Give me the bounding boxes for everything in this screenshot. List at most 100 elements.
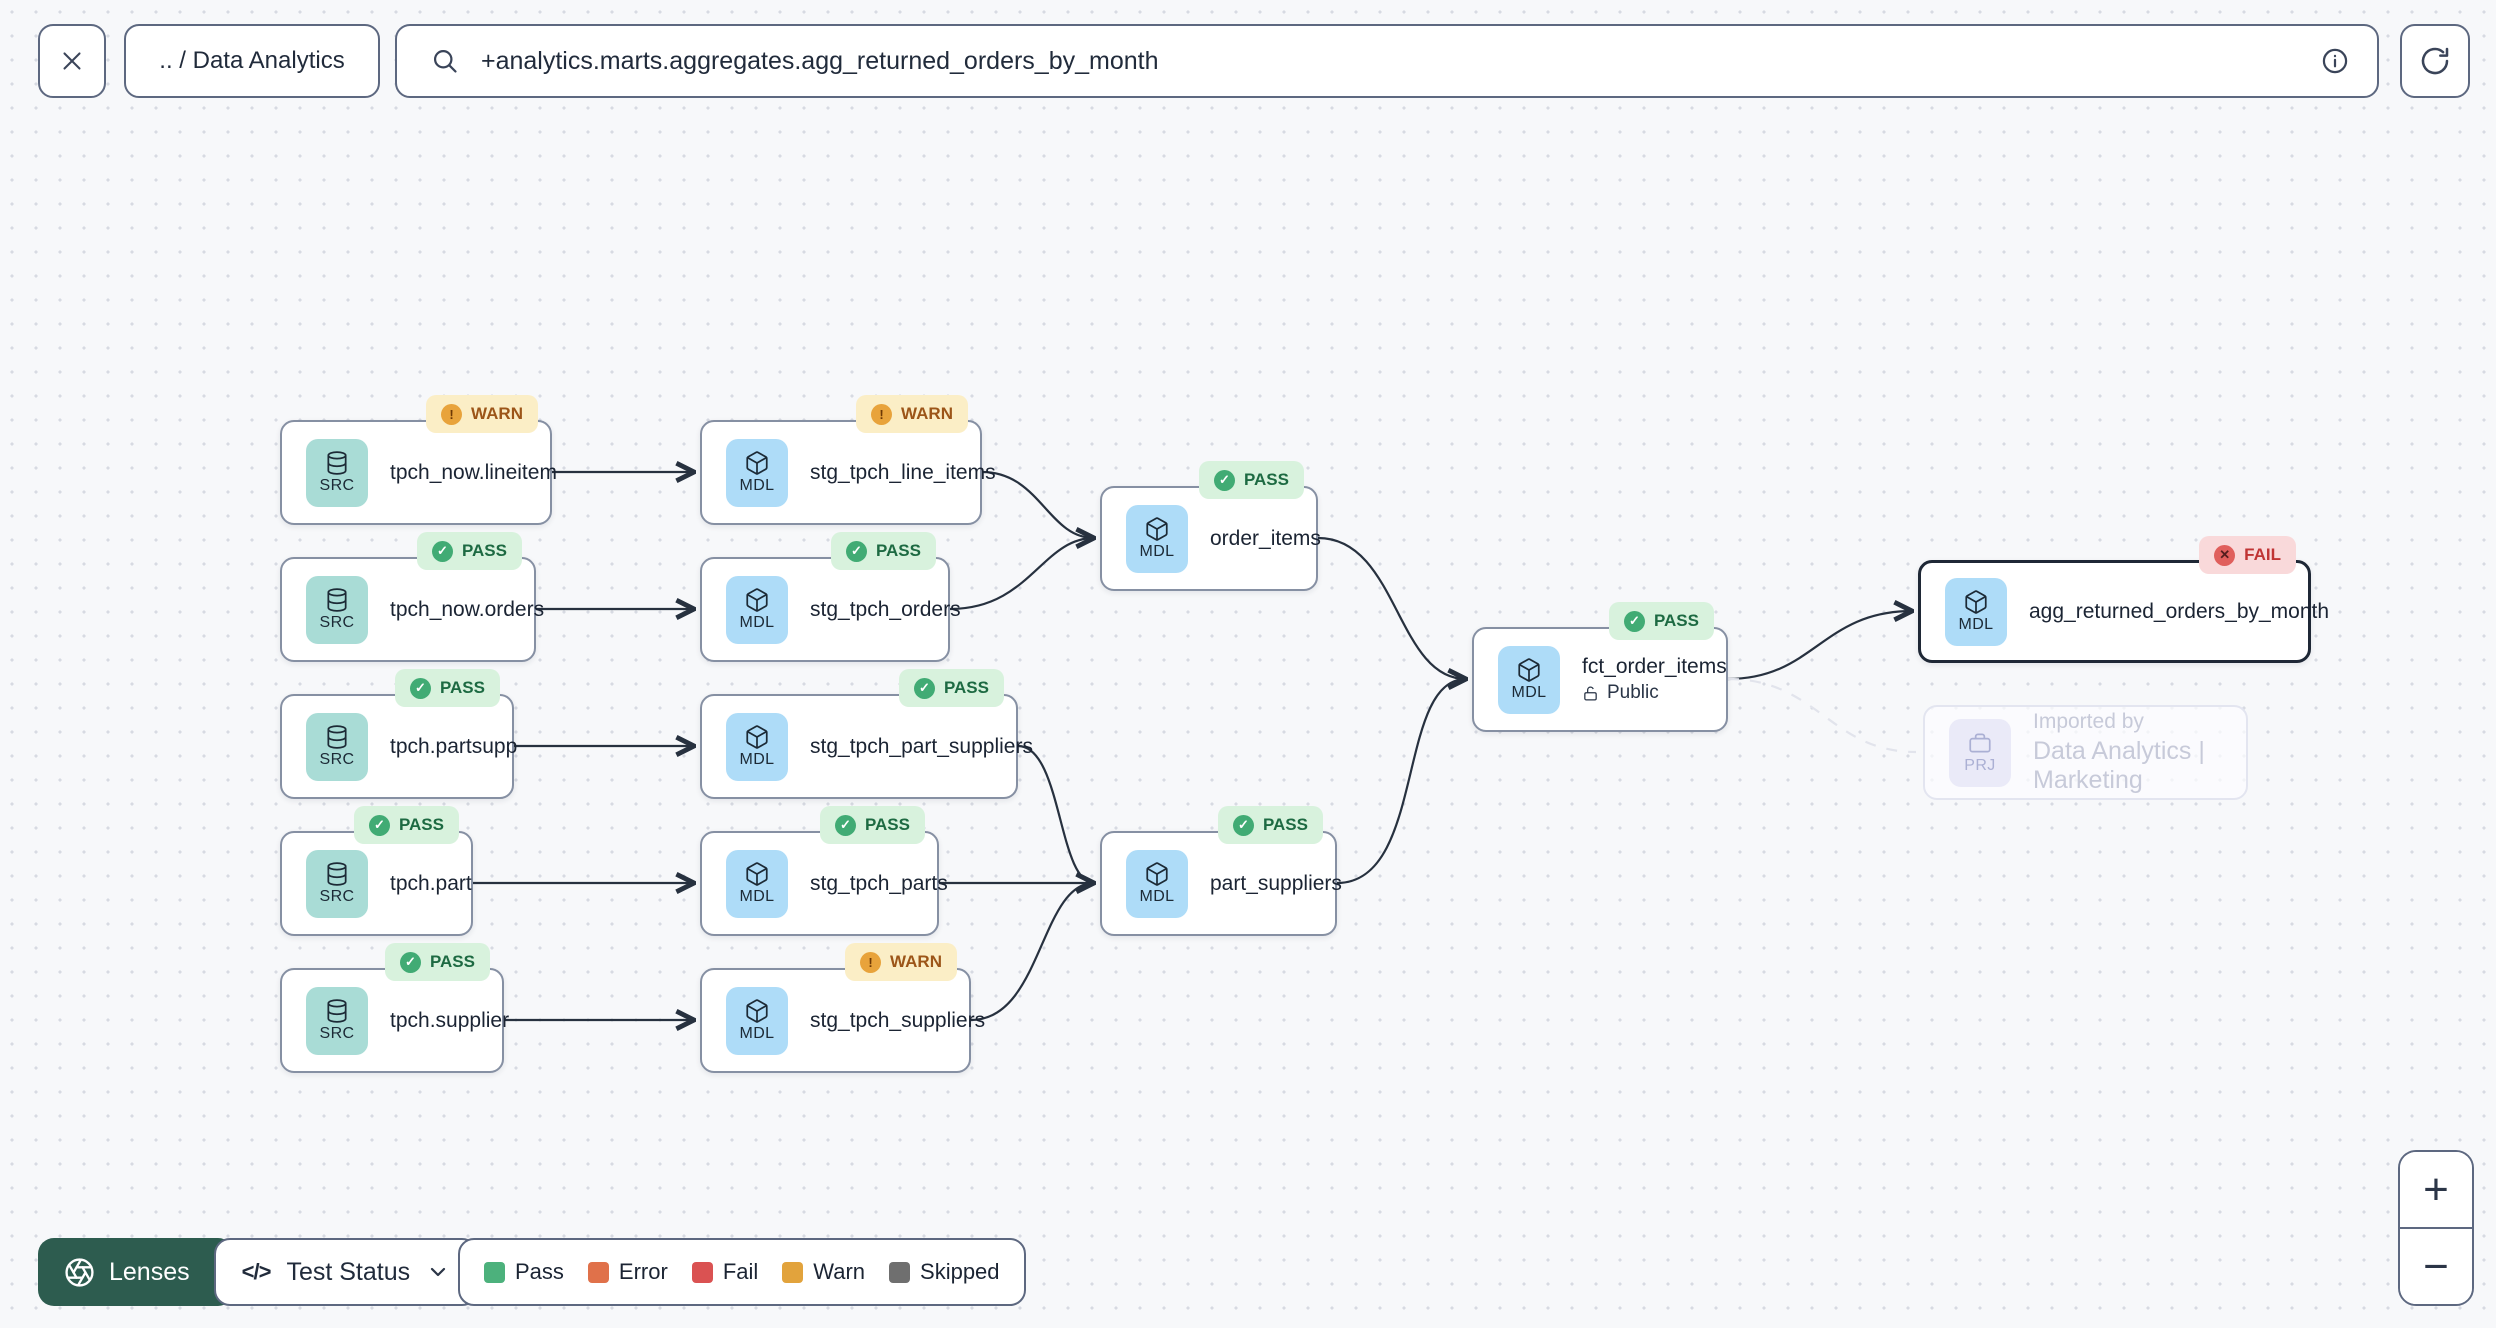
briefcase-icon — [1969, 733, 1991, 753]
lens-selector[interactable]: </> Test Status — [213, 1238, 479, 1306]
node-stg-tpch-line-items[interactable]: !WARN MDL stg_tpch_line_items — [700, 395, 996, 525]
model-type-icon: MDL — [726, 712, 788, 781]
node-tpch-partsupp[interactable]: ✓PASS SRC tpch.partsupp — [280, 669, 517, 799]
fail-icon: ✕ — [2214, 544, 2236, 566]
status-label: PASS — [461, 541, 507, 560]
database-icon — [327, 725, 347, 749]
legend-label: Error — [618, 1259, 668, 1284]
check-icon: ✓ — [1213, 469, 1235, 491]
source-type-icon: SRC — [306, 438, 368, 507]
database-icon — [327, 588, 347, 612]
check-icon: ✓ — [431, 540, 453, 562]
edge-stgline-orderitems — [981, 470, 1094, 538]
status-badge-warn: !WARN — [426, 395, 538, 433]
node-tpch-supplier[interactable]: ✓PASS SRC tpch.supplier — [280, 943, 509, 1073]
node-type-label: SRC — [319, 614, 355, 631]
model-type-icon: MDL — [1126, 504, 1188, 573]
status-label: WARN — [901, 404, 953, 423]
node-label: order_items — [1210, 526, 1321, 550]
warn-icon: ! — [441, 403, 463, 425]
status-badge-pass: ✓PASS — [353, 806, 459, 844]
check-icon: ✓ — [1623, 610, 1645, 632]
edge-stgorders-orderitems — [949, 536, 1095, 611]
node-order-items[interactable]: ✓PASS MDL order_items — [1100, 461, 1321, 591]
close-icon — [63, 52, 81, 70]
search-input[interactable] — [479, 45, 2293, 77]
node-type-label: MDL — [739, 1025, 775, 1042]
info-icon[interactable] — [2321, 47, 2349, 75]
node-part-suppliers[interactable]: ✓PASS MDL part_suppliers — [1100, 806, 1342, 936]
source-type-icon: SRC — [306, 575, 368, 644]
cube-icon — [746, 999, 768, 1023]
cube-icon — [746, 725, 768, 749]
search-bar[interactable] — [395, 24, 2379, 98]
chevron-down-icon — [431, 1267, 446, 1277]
edge-stgsuppliers-partsuppliers — [970, 881, 1095, 1022]
legend-label: Fail — [722, 1259, 759, 1284]
status-label: WARN — [890, 952, 942, 971]
warn-swatch — [782, 1261, 804, 1283]
node-tpch-now-lineitem[interactable]: !WARN SRC tpch_now.lineitem — [280, 395, 557, 525]
node-label: tpch.part — [390, 871, 472, 895]
status-badge-pass: ✓ PASS — [1608, 602, 1714, 640]
zoom-in-button[interactable]: + — [2400, 1152, 2472, 1229]
status-label: PASS — [943, 678, 989, 697]
node-type-label: MDL — [739, 477, 775, 494]
visibility-row: Public — [1582, 682, 1727, 704]
node-type-label: SRC — [319, 477, 355, 494]
breadcrumb-label: .. / Data Analytics — [159, 47, 345, 74]
node-stg-tpch-part-suppliers[interactable]: ✓PASS MDL stg_tpch_part_suppliers — [700, 669, 1033, 799]
test-status-legend: Pass Error Fail Warn Skipped — [458, 1238, 1026, 1306]
node-fct-order-items[interactable]: ✓PASS MDL fct_order_items Public — [1472, 602, 1728, 732]
cube-icon — [1146, 862, 1168, 886]
visibility-label: Public — [1607, 682, 1659, 703]
edge-orderitems-fct — [1317, 536, 1466, 679]
check-icon: ✓ — [845, 540, 867, 562]
lenses-label: Lenses — [109, 1257, 190, 1286]
model-type-icon: MDL — [1126, 849, 1188, 918]
check-icon: ✓ — [913, 677, 935, 699]
node-stg-tpch-orders[interactable]: ✓PASS MDL stg_tpch_orders — [700, 532, 961, 662]
node-label: tpch.supplier — [390, 1008, 510, 1032]
breadcrumb[interactable]: .. / Data Analytics — [124, 24, 380, 98]
error-swatch — [587, 1261, 609, 1283]
warn-icon: ! — [860, 951, 882, 973]
status-badge-pass: ✓ PASS — [898, 669, 1004, 707]
check-icon: ✓ — [409, 677, 431, 699]
lenses-button[interactable]: Lenses — [38, 1238, 234, 1306]
model-type-icon: MDL — [726, 986, 788, 1055]
node-imported-by-project[interactable]: PRJ Imported by Data Analytics | Marketi… — [1923, 705, 2248, 800]
status-badge-pass: ✓PASS — [394, 669, 500, 707]
refresh-button[interactable] — [2400, 24, 2470, 98]
legend-label: Skipped — [920, 1259, 1000, 1284]
node-stg-tpch-parts[interactable]: ✓PASS MDL stg_tpch_parts — [700, 806, 948, 936]
node-agg-returned-orders-by-month[interactable]: ✕FAIL MDL agg_returned_orders_by_month — [1918, 536, 2329, 663]
model-type-icon: MDL — [1498, 645, 1560, 714]
node-label: stg_tpch_orders — [810, 597, 961, 621]
status-label: PASS — [1653, 611, 1699, 630]
legend-item-fail: Fail — [691, 1259, 759, 1285]
imported-by-project-name: Data Analytics | Marketing — [2033, 737, 2205, 794]
node-tpch-now-orders[interactable]: ✓PASS SRC tpch_now.orders — [280, 532, 544, 662]
model-type-icon: MDL — [726, 438, 788, 507]
node-tpch-part[interactable]: ✓PASS SRC tpch.part — [280, 806, 473, 936]
zoom-out-button[interactable]: − — [2400, 1229, 2472, 1304]
cube-icon — [746, 451, 768, 475]
node-type-label: MDL — [1958, 616, 1994, 633]
node-stg-tpch-suppliers[interactable]: !WARN MDL stg_tpch_suppliers — [700, 943, 985, 1073]
status-badge-pass: ✓PASS — [830, 532, 936, 570]
status-badge-pass: ✓PASS — [1198, 461, 1304, 499]
node-type-label: MDL — [1139, 543, 1175, 560]
close-button[interactable] — [38, 24, 106, 98]
check-icon: ✓ — [834, 814, 856, 836]
lens-controls: Lenses </> Test Status — [38, 1238, 479, 1306]
refresh-icon — [2421, 47, 2449, 75]
status-badge-pass: ✓PASS — [384, 943, 490, 981]
status-badge-pass: ✓PASS — [1217, 806, 1323, 844]
legend-item-pass: Pass — [484, 1259, 564, 1285]
node-type-label: MDL — [1511, 684, 1547, 701]
imported-by-label: Imported by — [2033, 710, 2144, 733]
cube-icon — [1965, 590, 1987, 614]
